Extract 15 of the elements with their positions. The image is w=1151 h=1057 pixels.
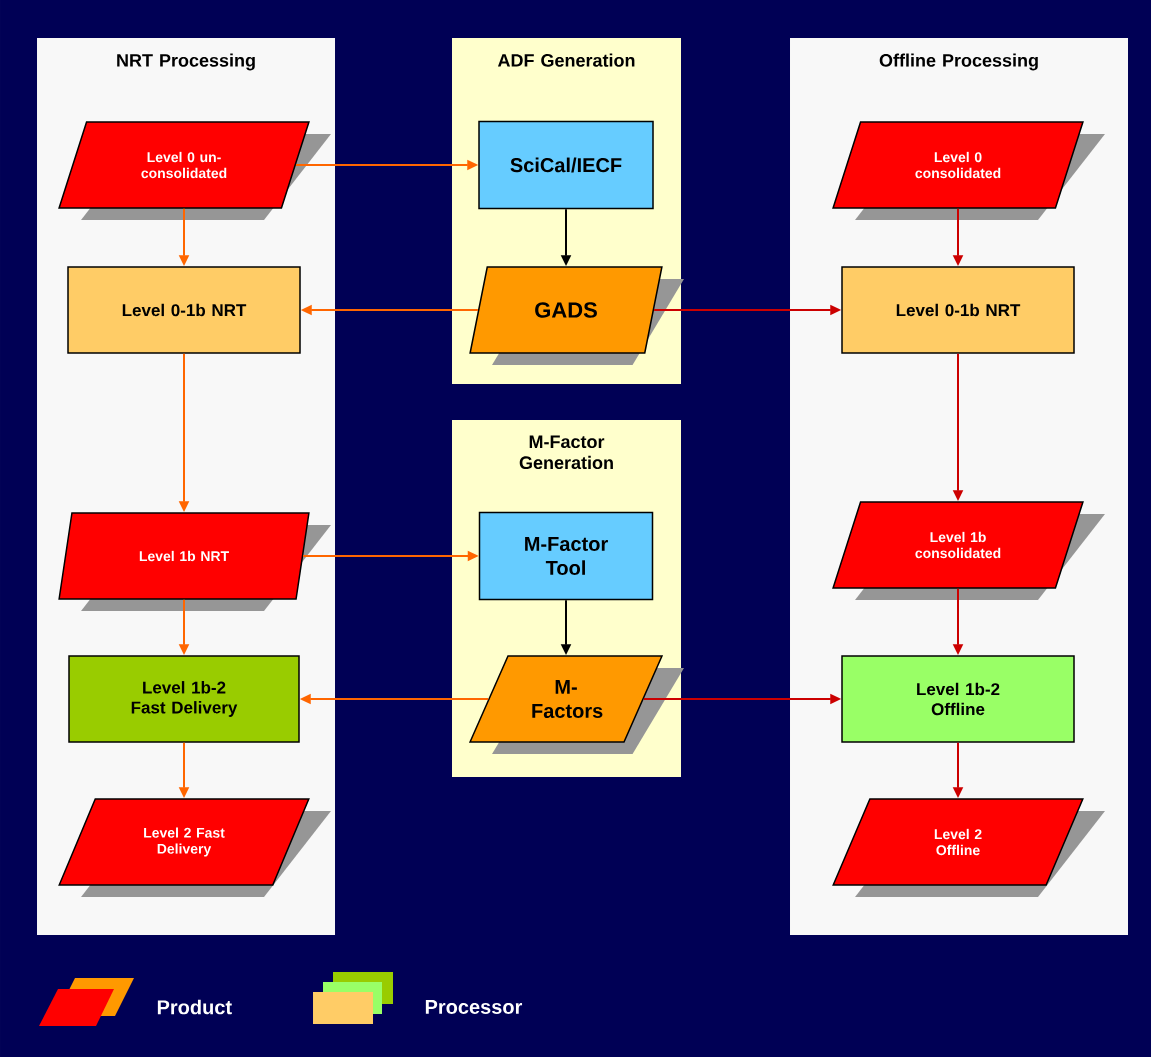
product-parallelogram: Level 0 un-consolidated — [58, 121, 331, 220]
product-parallelogram: Level 1b NRT — [58, 512, 331, 611]
product-parallelogram: Level 0 consolidated — [832, 121, 1105, 220]
processor-box: Level 1b-2 Offline — [841, 655, 1075, 743]
processor-box: M-Factor Tool — [478, 511, 654, 601]
legend-label: Product — [157, 999, 232, 1015]
legend-label: Processor — [425, 1000, 523, 1014]
processor-box: Level 1b-2 Fast Delivery — [68, 655, 300, 743]
processor-box: Level 0-1b NRT — [841, 266, 1075, 354]
product-parallelogram: Level 1b consolidated — [832, 501, 1105, 600]
processor-box: Level 0-1b NRT — [67, 266, 301, 354]
product-parallelogram: Level 2 Offline — [832, 798, 1105, 897]
processor-box: SciCal/IECF — [478, 120, 654, 210]
product-parallelogram: Level 2 Fast Delivery — [58, 798, 331, 897]
product-parallelogram: GADS — [469, 266, 684, 365]
